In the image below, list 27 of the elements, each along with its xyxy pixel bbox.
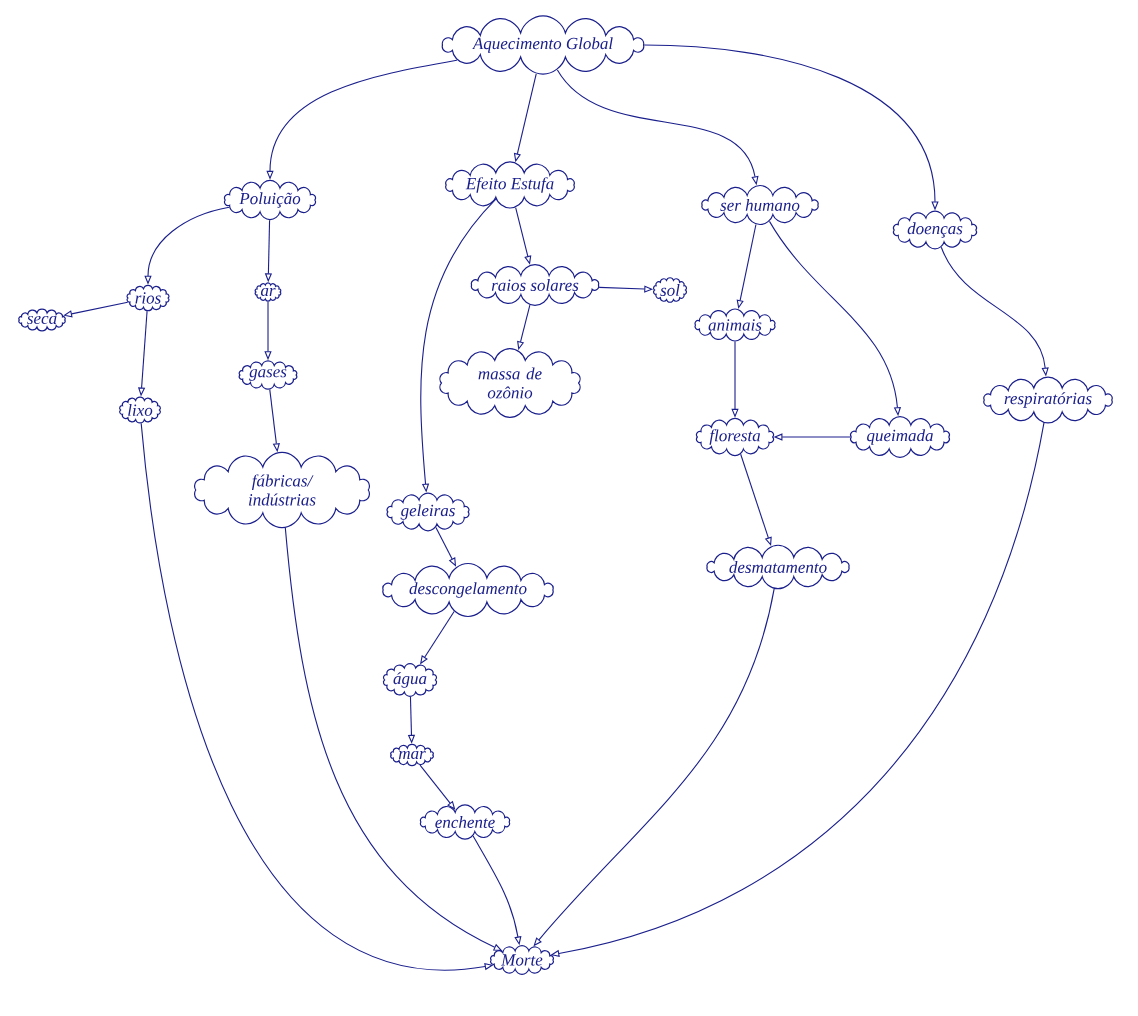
cloud-node: desmatamento: [706, 544, 850, 590]
cloud-node: ser humano: [701, 184, 819, 226]
cloud-node: respiratórias: [983, 376, 1113, 424]
cloud-node: água: [382, 663, 438, 697]
cloud-node: doenças: [892, 210, 978, 250]
cloud-node: sol: [652, 277, 688, 303]
cloud-node: lixo: [119, 396, 161, 424]
cloud-node: fábricas/ indústrias: [194, 451, 371, 529]
cloud-node: mar: [390, 743, 434, 767]
cloud-node: Poluição: [224, 179, 317, 221]
cloud-node: raios solares: [470, 263, 600, 307]
arrow: [736, 223, 757, 309]
cloud-node: Morte: [490, 944, 554, 975]
cloud-node: geleiras: [386, 492, 470, 532]
cloud-node: seca: [18, 308, 66, 332]
cloud-node: gases: [238, 360, 298, 390]
cloud-node: descongelamento: [382, 562, 554, 618]
arrow: [419, 764, 456, 810]
cloud-node: Aquecimento Global: [441, 15, 645, 75]
cloud-node: massa de ozônio: [439, 347, 581, 419]
cloud-node: rios: [126, 284, 170, 312]
cloud-node: enchente: [419, 804, 511, 840]
cloud-node: queimada: [850, 416, 950, 458]
cloud-node: ar: [254, 282, 282, 302]
cloud-node: floresta: [695, 417, 775, 457]
cloud-node: animais: [694, 308, 776, 342]
cloud-node: Efeito Estufa: [445, 161, 575, 209]
